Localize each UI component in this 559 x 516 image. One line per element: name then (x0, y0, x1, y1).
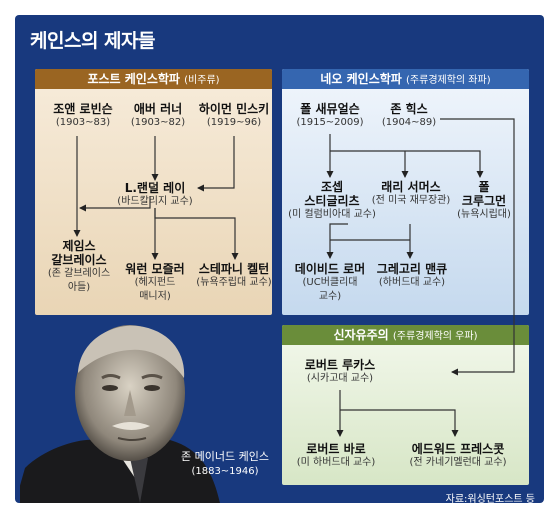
node-romer: 데이비드 로머 (UC버클리대 교수) (288, 262, 372, 304)
source-note: 자료:워싱턴포스트 등 (445, 494, 535, 505)
neo-keynesian-header: 네오 케인스학파 (주류경제학의 좌파) (282, 69, 529, 89)
krugman-detail: (뉴욕시립대) (457, 209, 511, 220)
post-keynesian-label: 포스트 케인스학파 (87, 72, 180, 86)
edge-wray-kelton (154, 208, 239, 260)
node-mosler: 워런 모즐러 (헤지펀드 매니저) (118, 262, 192, 304)
node-robinson: 조앤 로빈슨 (1903~83) (43, 102, 123, 130)
krugman-name: 폴 크루그먼 (461, 180, 507, 208)
page-title: 케인스의 제자들 (30, 30, 155, 52)
node-mankiw: 그레고리 맨큐 (하버드대 교수) (370, 262, 454, 290)
mankiw-detail: (하버드대 교수) (378, 277, 446, 288)
lucas-detail: (시카고대 교수) (306, 373, 374, 384)
node-kelton: 스테파니 켈턴 (뉴욕주립대 교수) (189, 262, 279, 290)
robinson-name: 조앤 로빈슨 (53, 102, 113, 116)
barro-name: 로버트 바로 (306, 442, 366, 456)
prescott-name: 에드워드 프레스콧 (411, 442, 505, 456)
mosler-name: 워런 모즐러 (125, 262, 185, 276)
mosler-detail: (헤지펀드 매니저) (134, 277, 176, 302)
portrait-name: 존 메이너드 케인스 (181, 450, 269, 463)
barro-detail: (미 하버드대 교수) (296, 457, 376, 468)
samuelson-name: 폴 새뮤얼슨 (300, 102, 360, 116)
node-barro: 로버트 바로 (미 하버드대 교수) (286, 442, 386, 470)
new-classical-label: 신자유주의 (333, 328, 389, 342)
portrait-caption: 존 메이너드 케인스 (1883~1946) (165, 449, 285, 479)
hicks-detail: (1904~89) (381, 117, 437, 128)
portrait-illustration (20, 318, 260, 503)
mankiw-name: 그레고리 맨큐 (376, 262, 448, 276)
lucas-name: 로버트 루카스 (304, 358, 376, 372)
node-lerner: 애버 러너 (1903~82) (118, 102, 198, 130)
minsky-detail: (1919~96) (206, 117, 262, 128)
node-lucas: 로버트 루카스 (시카고대 교수) (290, 358, 390, 386)
node-galbraith: 제임스 갈브레이스 (존 갈브레이스 아들) (38, 239, 120, 295)
robinson-detail: (1903~83) (55, 117, 111, 128)
galbraith-name: 제임스 갈브레이스 (51, 239, 107, 267)
node-summers: 래리 서머스 (전 미국 재무장관) (366, 180, 456, 208)
post-keynesian-panel (35, 69, 272, 315)
neo-keynesian-sub: (주류경제학의 좌파) (406, 75, 491, 86)
post-keynesian-header: 포스트 케인스학파 (비주류) (35, 69, 272, 89)
portrait-detail: (1883~1946) (191, 466, 259, 477)
wray-detail: (바드칼리지 교수) (117, 196, 193, 207)
kelton-detail: (뉴욕주립대 교수) (196, 277, 272, 288)
new-classical-panel (282, 325, 529, 485)
node-samuelson: 폴 새뮤얼슨 (1915~2009) (290, 102, 370, 130)
minsky-name: 하이먼 민스키 (198, 102, 270, 116)
post-keynesian-sub: (비주류) (184, 75, 220, 86)
galbraith-detail: (존 갈브레이스 아들) (47, 268, 111, 293)
hicks-name: 존 힉스 (390, 102, 428, 116)
prescott-detail: (전 카네기멜런대 교수) (409, 457, 507, 468)
node-wray: L.랜덜 레이 (바드칼리지 교수) (105, 181, 205, 209)
summers-detail: (전 미국 재무장관) (371, 195, 451, 206)
edge-stiglitz-romer (326, 223, 348, 259)
summers-name: 래리 서머스 (381, 180, 441, 194)
keynes-portrait (20, 318, 260, 503)
node-prescott: 에드워드 프레스콧 (전 카네기멜런대 교수) (396, 442, 520, 470)
neo-keynesian-label: 네오 케인스학파 (320, 72, 402, 86)
kelton-name: 스테파니 켈턴 (198, 262, 270, 276)
edge-minsky-wray (197, 136, 235, 192)
edge-hicks-lucas (440, 118, 515, 376)
node-stiglitz: 조셉 스티글리츠 (미 컬럼비아대 교수) (287, 180, 377, 222)
neo-keynesian-panel (282, 69, 529, 315)
wray-name: L.랜덜 레이 (124, 181, 186, 195)
stiglitz-name: 조셉 스티글리츠 (304, 180, 360, 208)
lerner-detail: (1903~82) (130, 117, 186, 128)
node-hicks: 존 힉스 (1904~89) (376, 102, 442, 130)
stiglitz-detail: (미 컬럼비아대 교수) (288, 209, 376, 220)
edge-lucas-prescott (340, 409, 459, 437)
new-classical-sub: (주류경제학의 우파) (392, 331, 478, 342)
node-krugman: 폴 크루그먼 (뉴욕시립대) (450, 180, 518, 222)
samuelson-detail: (1915~2009) (296, 117, 364, 128)
node-minsky: 하이먼 민스키 (1919~96) (192, 102, 276, 130)
edge-wray-galbraith (79, 196, 151, 212)
new-classical-header: 신자유주의 (주류경제학의 우파) (282, 325, 529, 345)
lerner-name: 애버 러너 (133, 102, 183, 116)
romer-name: 데이비드 로머 (294, 262, 366, 276)
romer-detail: (UC버클리대 교수) (302, 277, 358, 302)
edge-samuelson-branch (330, 150, 484, 178)
